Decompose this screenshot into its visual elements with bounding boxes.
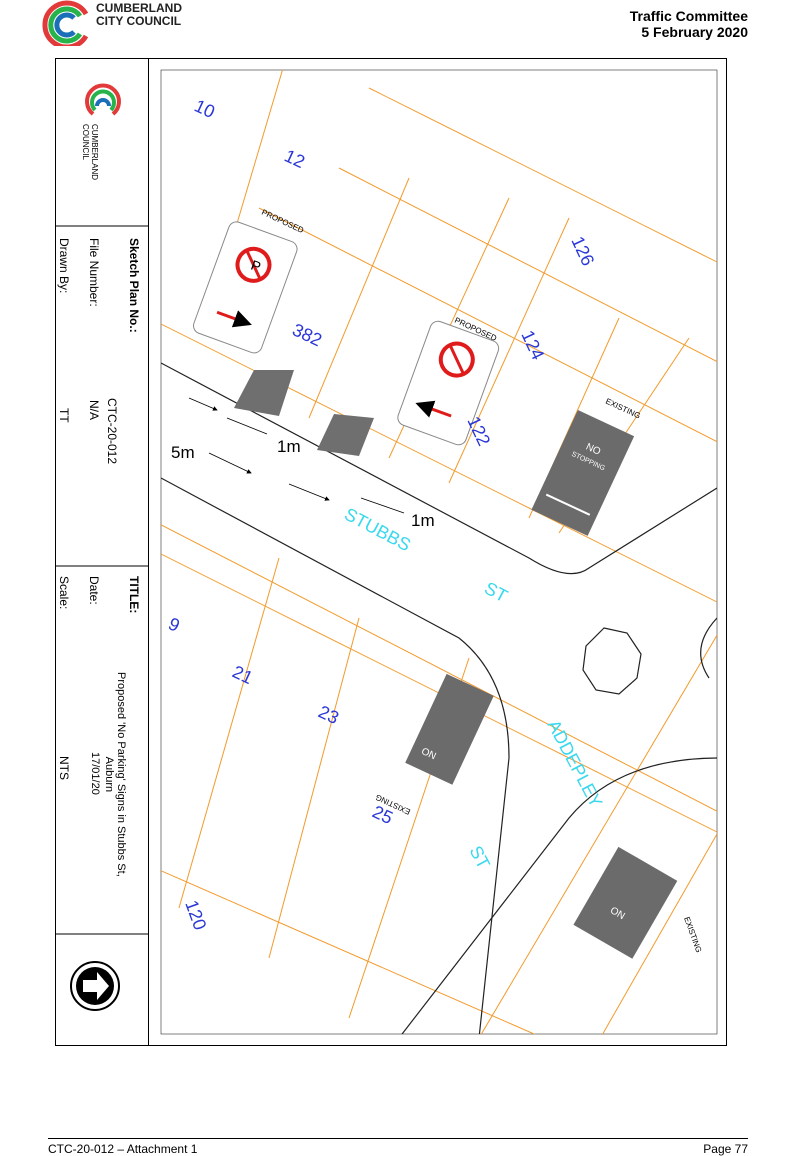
date-value: 17/01/20	[89, 752, 101, 795]
existing-sign-1: NO STOPPING	[531, 410, 635, 536]
committee-date: 5 February 2020	[641, 24, 748, 40]
footer-attachment: CTC-20-012 – Attachment 1	[48, 1142, 198, 1156]
sketch-plan-value: CTC-20-012	[105, 398, 119, 465]
site-plan: P PROPOSED PROPOSED NO STOPPING EXISTING…	[160, 69, 718, 1035]
file-number-value: N/A	[87, 400, 101, 421]
committee-title: Traffic Committee	[629, 8, 748, 24]
proposed-zone-2	[317, 414, 374, 456]
title-block-logo-text: CUMBERLAND COUNCIL	[81, 124, 99, 180]
title-block: CUMBERLAND COUNCIL Sketch Plan No.: CTC-…	[55, 58, 149, 1046]
footer-rule	[48, 1138, 748, 1139]
sketch-plan-label: Sketch Plan No.:	[127, 238, 141, 333]
council-name-line1: CUMBERLAND	[96, 1, 182, 15]
drawn-by-label: Drawn By:	[57, 238, 71, 294]
dimension-lines	[188, 397, 405, 514]
kerb-lines	[161, 362, 717, 1034]
plan-frame	[55, 58, 727, 1046]
scale-value: NTS	[57, 756, 71, 780]
scale-label: Scale:	[57, 576, 71, 610]
file-number-label: File Number:	[87, 238, 101, 307]
existing-sign-3: NO	[573, 846, 678, 959]
committee-heading: Traffic Committee 5 February 2020	[630, 8, 748, 40]
title-value: Proposed 'No Parking' Signs in Stubbs St…	[103, 672, 127, 877]
proposed-zone-1	[234, 370, 294, 416]
footer-page-number: Page 77	[703, 1142, 748, 1156]
title-label: TITLE:	[127, 576, 141, 614]
council-logo	[42, 0, 89, 46]
logo-text-line1: CUMBERLAND	[90, 124, 99, 181]
dim-5m: 5m	[171, 443, 195, 462]
title-block-grid	[55, 83, 149, 1011]
north-arrow-icon	[70, 961, 120, 1011]
dim-1m-b: 1m	[411, 511, 435, 530]
dim-1m-a: 1m	[277, 437, 301, 456]
title-value-line1: Proposed 'No Parking' Signs in Stubbs St…	[115, 672, 127, 877]
date-label: Date:	[87, 576, 101, 605]
existing-sign-2: NO	[405, 673, 494, 785]
council-name: CUMBERLAND CITY COUNCIL	[96, 2, 182, 28]
logo-text-line2: COUNCIL	[81, 124, 90, 161]
title-value-line2: Auburn	[103, 756, 115, 793]
drawn-by-value: TT	[57, 408, 71, 423]
title-block-logo-icon	[85, 83, 121, 116]
proposed-sign-2	[397, 320, 500, 446]
council-name-line2: CITY COUNCIL	[96, 14, 182, 28]
proposed-sign-1: P	[193, 221, 298, 354]
